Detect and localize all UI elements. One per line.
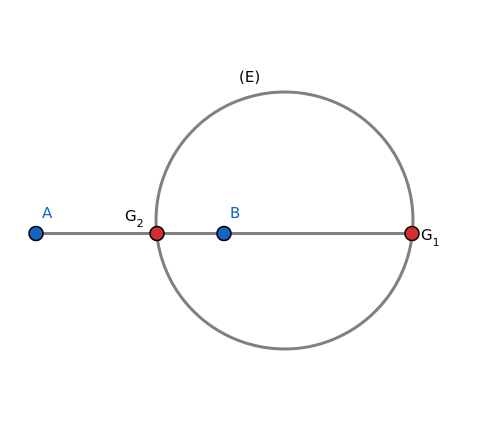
point-g1[interactable] (404, 225, 420, 242)
circle-e-label: (E) (239, 68, 260, 86)
circle-e[interactable] (154, 90, 415, 351)
point-g2-label-main: G (125, 207, 137, 225)
point-b[interactable] (216, 225, 232, 242)
point-g2[interactable] (149, 225, 165, 242)
point-g2-label: G2 (125, 207, 144, 230)
point-g1-label: G1 (421, 226, 440, 249)
point-g1-label-sub: 1 (433, 236, 440, 249)
point-b-label: B (230, 204, 240, 222)
point-a[interactable] (28, 225, 44, 242)
point-a-label: A (42, 204, 53, 222)
point-g2-label-sub: 2 (137, 217, 144, 230)
point-g1-label-main: G (421, 226, 433, 244)
